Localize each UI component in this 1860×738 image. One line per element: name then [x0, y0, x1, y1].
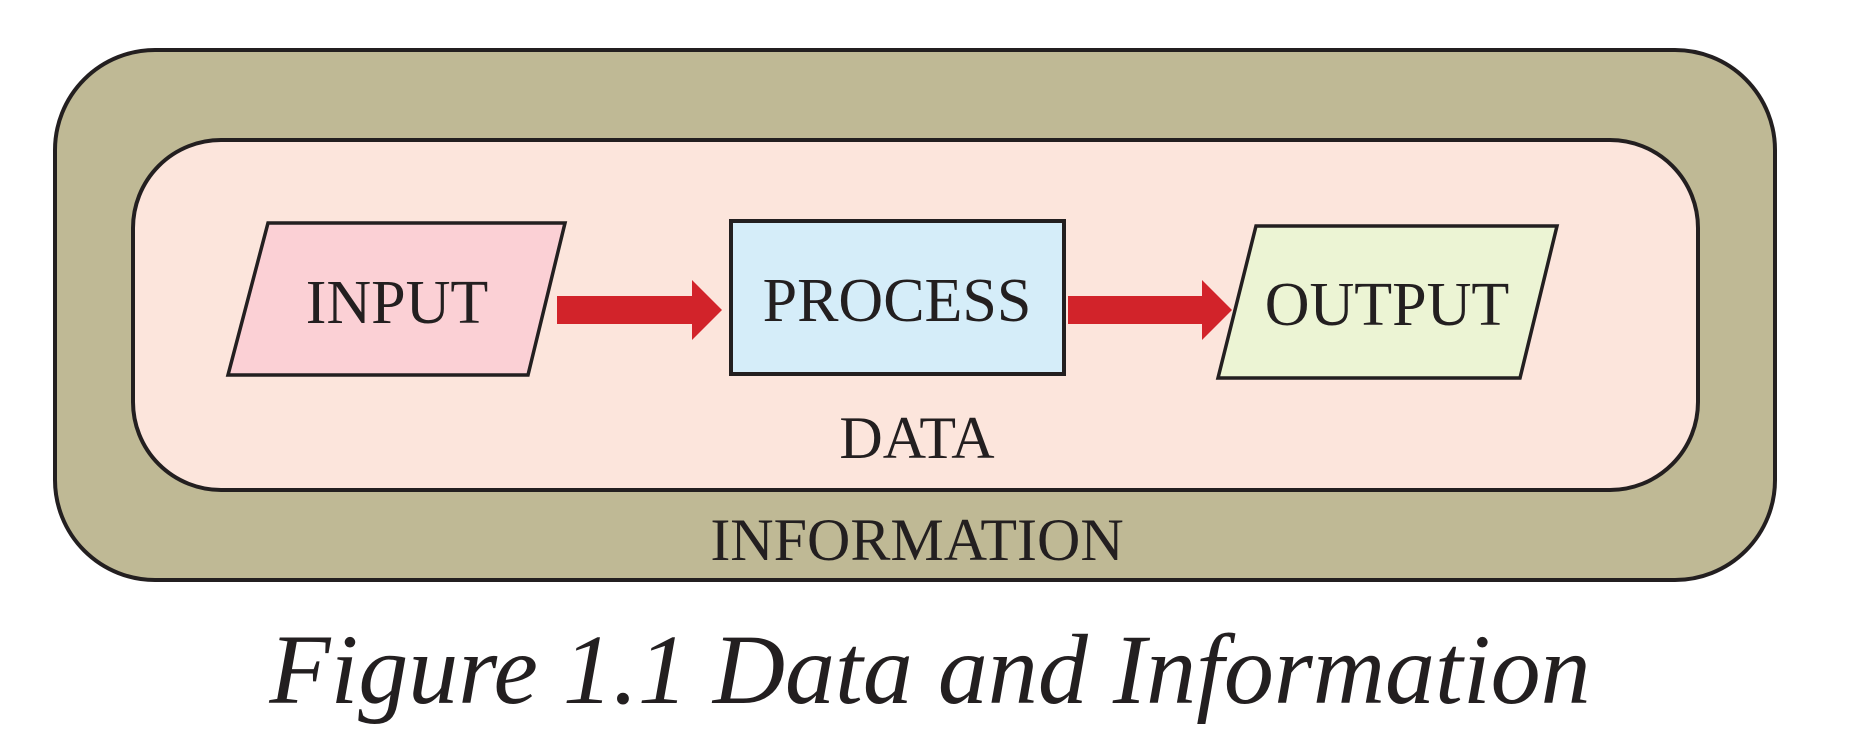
arrow-process-to-output — [1068, 280, 1232, 340]
process-label: PROCESS — [763, 267, 1032, 335]
information-label: INFORMATION — [710, 507, 1123, 573]
input-node — [225, 221, 568, 377]
data-label: DATA — [839, 405, 994, 471]
arrow-input-to-process — [557, 280, 722, 340]
input-label: INPUT — [306, 269, 489, 337]
process-node — [729, 219, 1066, 376]
output-label: OUTPUT — [1265, 271, 1510, 339]
figure-caption: Figure 1.1 Data and Information — [269, 614, 1591, 725]
output-node — [1215, 224, 1560, 380]
